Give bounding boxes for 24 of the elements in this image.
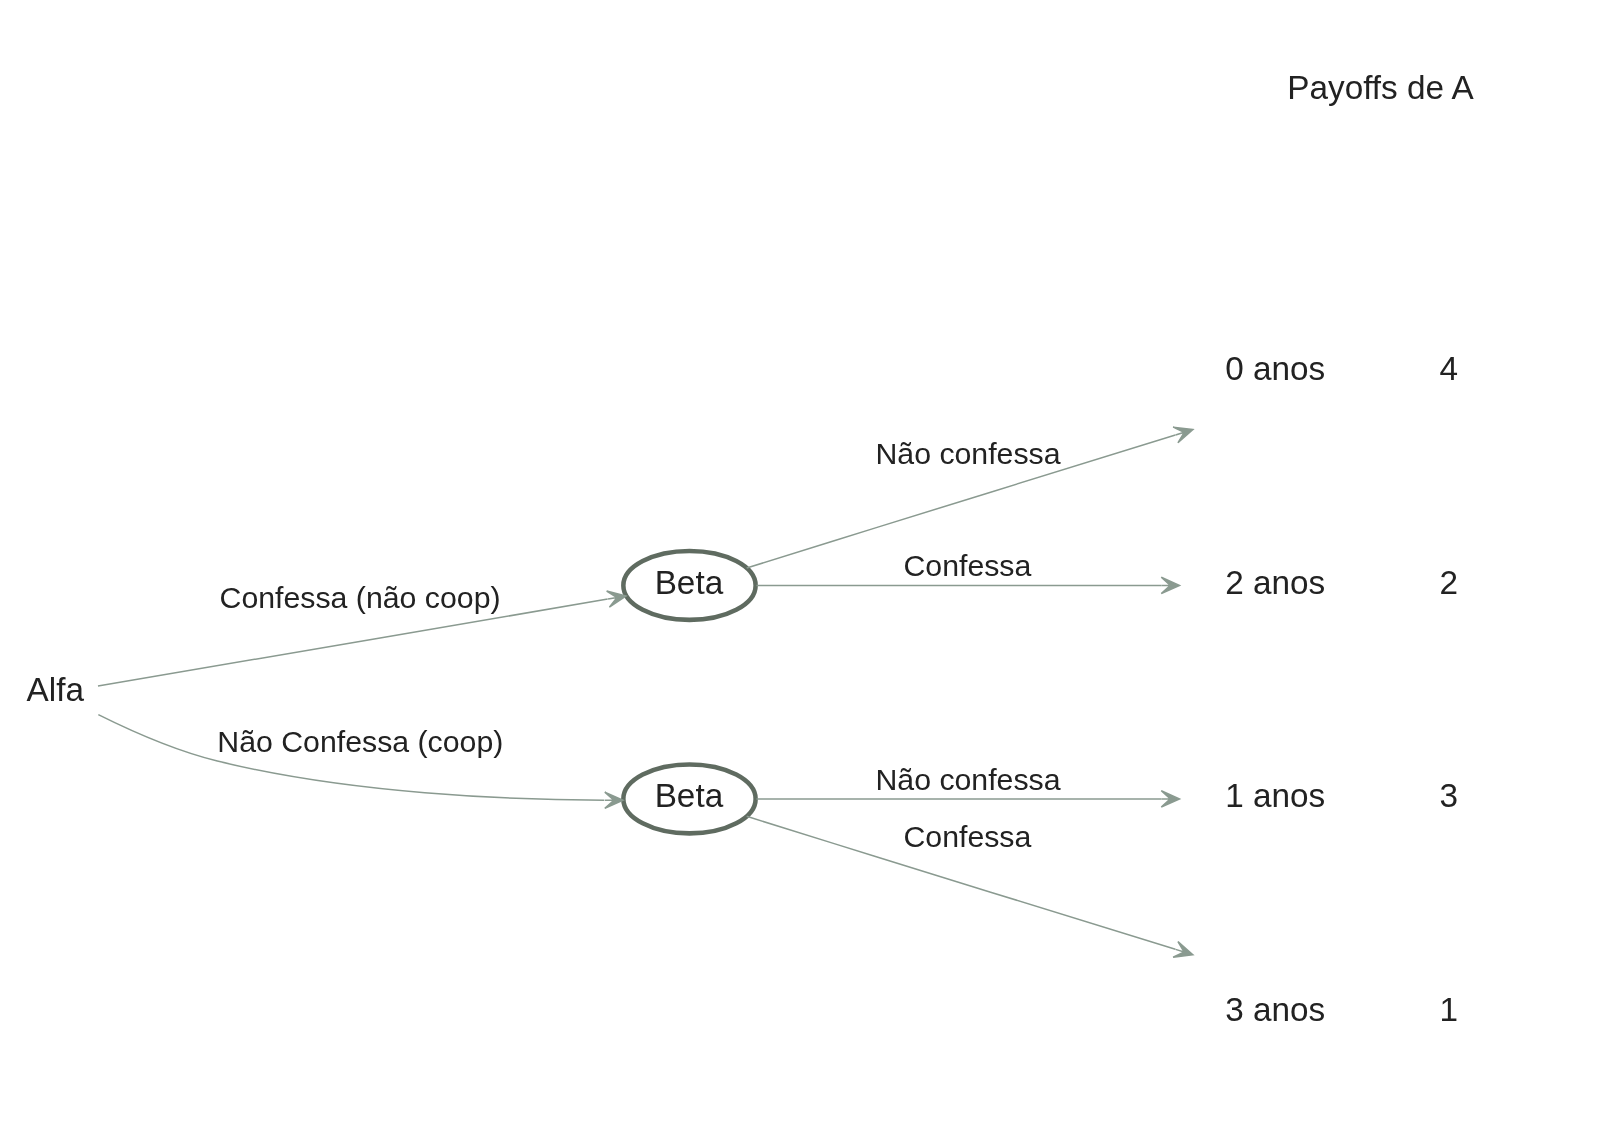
arrow [97, 590, 627, 687]
node-label: 2 [1439, 563, 1459, 601]
node-text: 1 anos [1225, 777, 1326, 815]
node-ellipse: Beta [621, 762, 758, 836]
arrow [755, 576, 1181, 595]
arrow [745, 815, 1194, 958]
node-text: 3 anos [1225, 990, 1326, 1028]
arrow [97, 713, 624, 810]
edge-label: Confessa (não coop) [219, 581, 501, 615]
edge-label: Não confessa [875, 762, 1061, 796]
node-label: 3 [1439, 777, 1459, 815]
node-text: Alfa [26, 671, 84, 709]
arrow [745, 426, 1194, 569]
node-label: 4 [1439, 350, 1459, 388]
arrow [755, 790, 1181, 808]
edge-label: Confessa [903, 549, 1032, 583]
edge-label: Não Confessa (coop) [217, 724, 504, 758]
node-label: 1 [1439, 990, 1459, 1028]
node-text: 0 anos [1225, 350, 1326, 388]
edge-label: Confessa [903, 820, 1032, 854]
node-ellipse: Beta [621, 548, 758, 623]
label: Payoffs de A [1287, 68, 1474, 106]
edge-label: Não confessa [875, 437, 1061, 471]
node-text: 2 anos [1225, 563, 1326, 601]
